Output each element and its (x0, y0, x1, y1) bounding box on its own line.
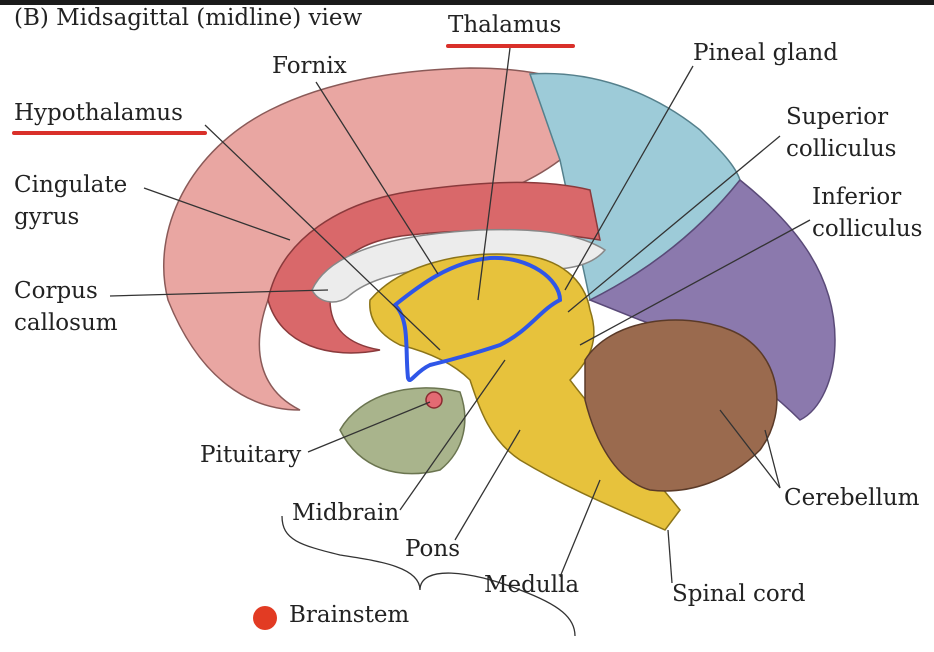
figure-title: (B) Midsagittal (midline) view (14, 5, 363, 31)
brainstem-marker-dot (253, 606, 277, 630)
top-border (0, 0, 934, 5)
label-fornix: Fornix (272, 53, 347, 79)
label-hypothalamus: Hypothalamus (14, 100, 183, 126)
label-pituitary: Pituitary (200, 442, 302, 468)
label-thalamus: Thalamus (448, 12, 562, 38)
leader-lines (109, 47, 811, 637)
label-superior-colliculus-line2: colliculus (786, 136, 897, 162)
label-pons: Pons (405, 536, 461, 562)
label-cerebellum: Cerebellum (784, 485, 920, 511)
label-pineal-gland: Pineal gland (693, 40, 838, 66)
label-brainstem: Brainstem (289, 602, 410, 628)
label-superior-colliculus-line1: Superior (786, 104, 889, 130)
cerebellum-region (584, 319, 778, 492)
label-midbrain: Midbrain (292, 500, 400, 526)
temporal-region (339, 387, 466, 475)
label-spinal-cord: Spinal cord (672, 581, 806, 607)
label-cingulate-gyrus-line2: gyrus (14, 204, 80, 230)
label-cingulate-gyrus-line1: Cingulate (14, 172, 128, 198)
label-corpus-callosum-line2: callosum (14, 310, 118, 336)
pituitary-body (425, 391, 443, 409)
label-inferior-colliculus-line2: colliculus (812, 216, 923, 242)
label-inferior-colliculus-line1: Inferior (812, 184, 902, 210)
label-corpus-callosum-line1: Corpus (14, 278, 98, 304)
label-medulla: Medulla (484, 572, 580, 598)
